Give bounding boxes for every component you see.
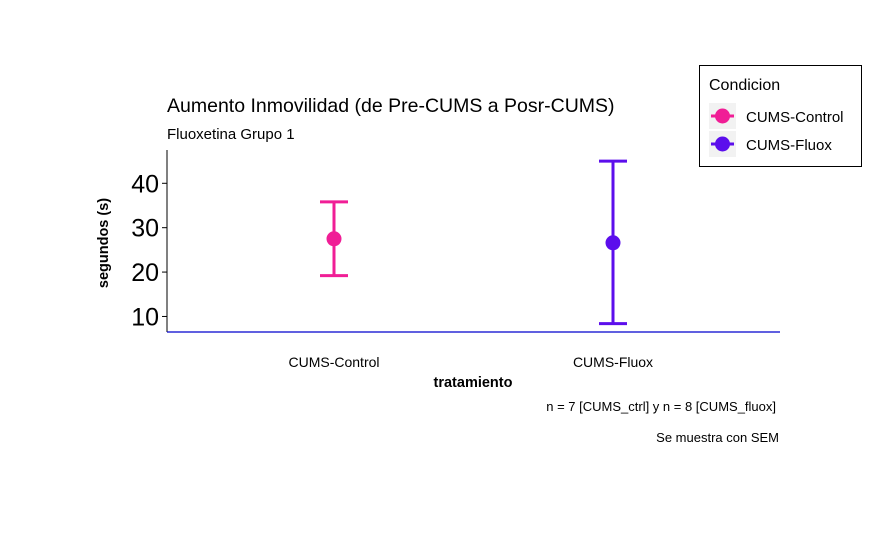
caption-sample-size: n = 7 [CUMS_ctrl] y n = 8 [CUMS_fluox] (546, 399, 776, 414)
data-point-cums-fluox (605, 235, 621, 251)
legend-label: CUMS-Control (746, 109, 844, 126)
y-tick-label: 30 (131, 215, 159, 243)
data-point-cums-control (326, 231, 342, 247)
chart-subtitle: Fluoxetina Grupo 1 (167, 126, 295, 143)
x-tick-label: CUMS-Fluox (573, 354, 653, 370)
error-bar-cums-fluox (599, 159, 627, 326)
legend-key-point (715, 136, 730, 152)
x-axis-label: tratamiento (434, 375, 513, 391)
legend-key-point (715, 108, 730, 124)
error-bar-cums-control (320, 200, 348, 278)
y-tick-label: 40 (131, 170, 159, 198)
chart-title: Aumento Inmovilidad (de Pre-CUMS a Posr-… (167, 95, 615, 117)
caption-sem-note: Se muestra con SEM (656, 430, 779, 445)
y-tick-label: 10 (131, 303, 159, 331)
legend-title: Condicion (709, 77, 780, 94)
legend-label: CUMS-Fluox (746, 137, 832, 154)
y-axis-label: segundos (s) (96, 198, 112, 288)
y-tick-label: 20 (131, 259, 159, 287)
x-tick-label: CUMS-Control (288, 354, 379, 370)
